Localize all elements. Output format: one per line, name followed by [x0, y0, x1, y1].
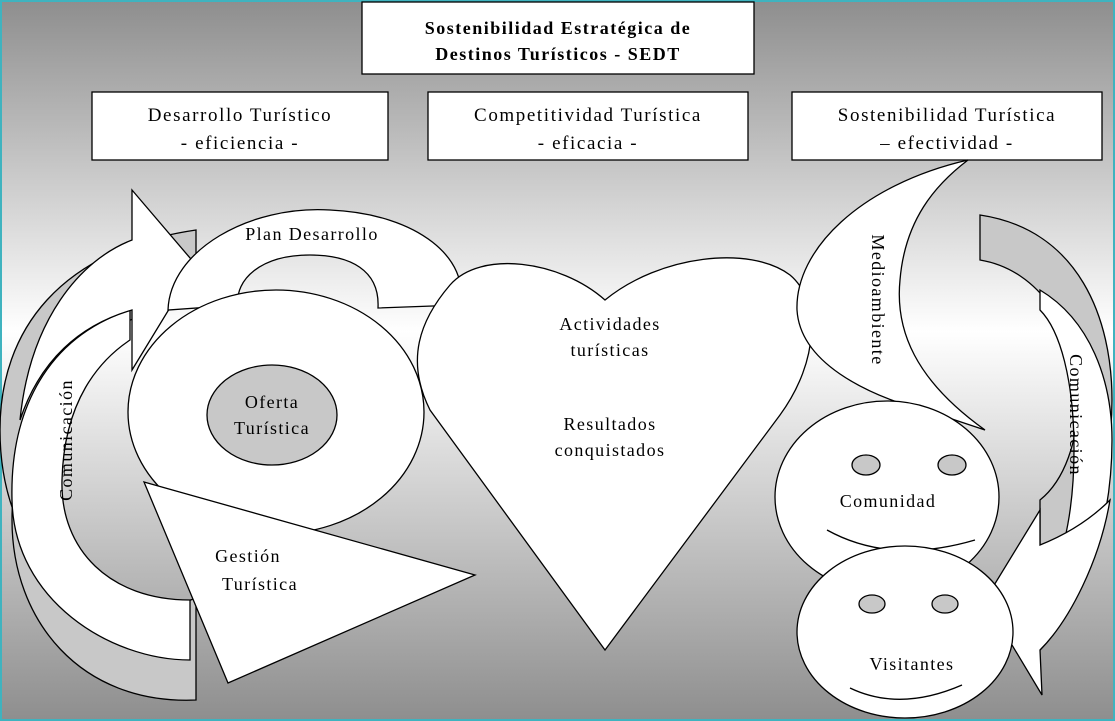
- visitantes-left-eye: [858, 594, 886, 614]
- heart-actividades: Actividades turísticas Resultados conqui…: [416, 257, 813, 652]
- resultados-label-line-1: Resultados: [564, 414, 657, 434]
- title-box: Sostenibilidad Estratégica de Destinos T…: [361, 1, 755, 75]
- plan-desarrollo-label: Plan Desarrollo: [245, 224, 378, 244]
- visitantes-face: Visitantes: [796, 545, 1014, 719]
- comunicacion-right-label: Comunicación: [1066, 354, 1086, 476]
- comunidad-face: Comunidad: [774, 400, 1000, 594]
- gestion-label-line-1: Gestión: [215, 546, 281, 566]
- comunidad-label: Comunidad: [840, 491, 937, 511]
- comunicacion-left-band: [11, 309, 191, 661]
- header-sostenibilidad: Sostenibilidad Turística – efectividad -: [791, 91, 1103, 161]
- oferta-label-line-1: Oferta: [245, 392, 299, 412]
- oferta-turistica: Oferta Turística: [127, 289, 425, 535]
- header-desarrollo: Desarrollo Turístico - eficiencia -: [91, 91, 389, 161]
- gestion-turistica: Gestión Turística: [142, 481, 477, 684]
- right-arrowhead: [984, 498, 1111, 696]
- title-line-1: Sostenibilidad Estratégica de: [425, 18, 692, 38]
- actividades-label-line-1: Actividades: [559, 314, 660, 334]
- header-competitividad-subtitle: - eficacia -: [538, 133, 638, 154]
- header-sostenibilidad-subtitle: – efectividad -: [879, 133, 1014, 154]
- resultados-label-line-2: conquistados: [555, 440, 666, 460]
- header-competitividad-title: Competitividad Turística: [474, 105, 702, 126]
- gestion-label-line-2: Turística: [222, 574, 298, 594]
- header-sostenibilidad-title: Sostenibilidad Turística: [838, 105, 1056, 126]
- header-desarrollo-subtitle: - eficiencia -: [181, 133, 299, 154]
- header-desarrollo-title: Desarrollo Turístico: [148, 105, 333, 126]
- left-arrowhead: [19, 188, 197, 421]
- visitantes-right-eye: [931, 594, 959, 614]
- comunidad-left-eye: [851, 454, 881, 476]
- actividades-label-line-2: turísticas: [571, 340, 650, 360]
- header-competitividad: Competitividad Turística - eficacia -: [427, 91, 749, 161]
- oferta-label-line-2: Turística: [234, 418, 310, 438]
- visitantes-label: Visitantes: [870, 654, 955, 674]
- visitantes-smile: [849, 684, 963, 700]
- medioambiente-label: Medioambiente: [868, 234, 888, 365]
- comunidad-right-eye: [937, 454, 967, 476]
- title-line-2: Destinos Turísticos - SEDT: [435, 44, 681, 64]
- comunicacion-left-label: Comunicación: [56, 379, 76, 501]
